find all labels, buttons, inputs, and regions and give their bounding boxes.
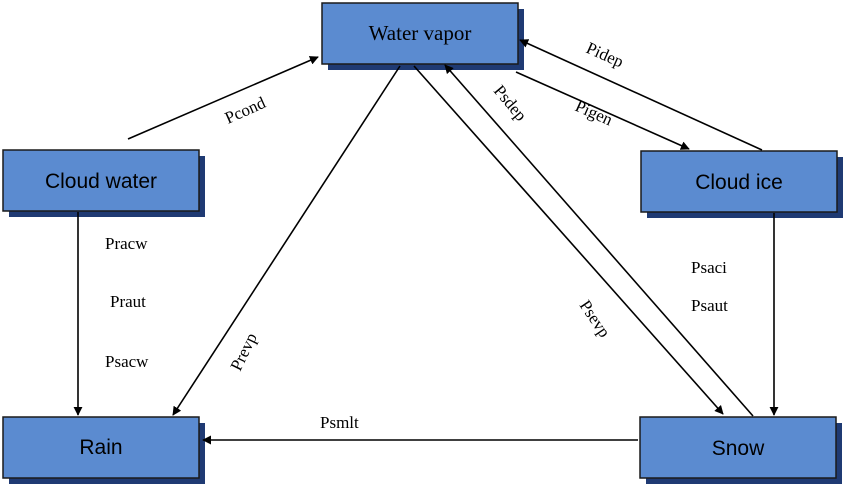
node-label-rain: Rain [79, 436, 122, 459]
edge-label-psaut: Psaut [691, 296, 728, 315]
node-water-vapor[interactable]: Water vapor [321, 2, 524, 70]
edge-label-pidep: Pidep [583, 38, 626, 71]
edge-label-praut: Praut [110, 292, 146, 311]
node-box [640, 150, 838, 213]
arrow-pidep [519, 39, 763, 151]
edge-label-pcond: Pcond [222, 93, 269, 128]
edge-label-pigen: Pigen [572, 96, 616, 129]
node-label-snow: Snow [712, 437, 765, 460]
edge-label-psdep: Psdep [490, 81, 531, 124]
edge-label-prevp: Prevp [227, 330, 261, 374]
edge-label-psaci: Psaci [691, 258, 727, 277]
node-cloud-ice[interactable]: Cloud ice [640, 150, 843, 218]
node-rain[interactable]: Rain [2, 416, 205, 484]
arrow-prevp [172, 65, 401, 416]
node-label-cloud-ice: Cloud ice [695, 171, 783, 194]
node-box [2, 149, 200, 212]
edge-label-psmlt: Psmlt [320, 413, 359, 432]
node-snow[interactable]: Snow [639, 416, 842, 484]
edge-label-psevp: Psevp [576, 297, 614, 341]
node-box [321, 2, 519, 65]
edge-label-psacw: Psacw [105, 352, 149, 371]
arrow-pcond [127, 56, 319, 140]
arrow-psdep [444, 64, 754, 417]
arrow-psevp [413, 65, 724, 415]
node-label-water-vapor: Water vapor [369, 21, 472, 45]
edge-label-pracw: Pracw [105, 234, 148, 253]
node-box [639, 416, 837, 479]
node-cloud-water[interactable]: Cloud water [2, 149, 205, 217]
node-label-cloud-water: Cloud water [45, 170, 157, 193]
node-box [2, 416, 200, 479]
arrow-pigen [515, 71, 690, 150]
